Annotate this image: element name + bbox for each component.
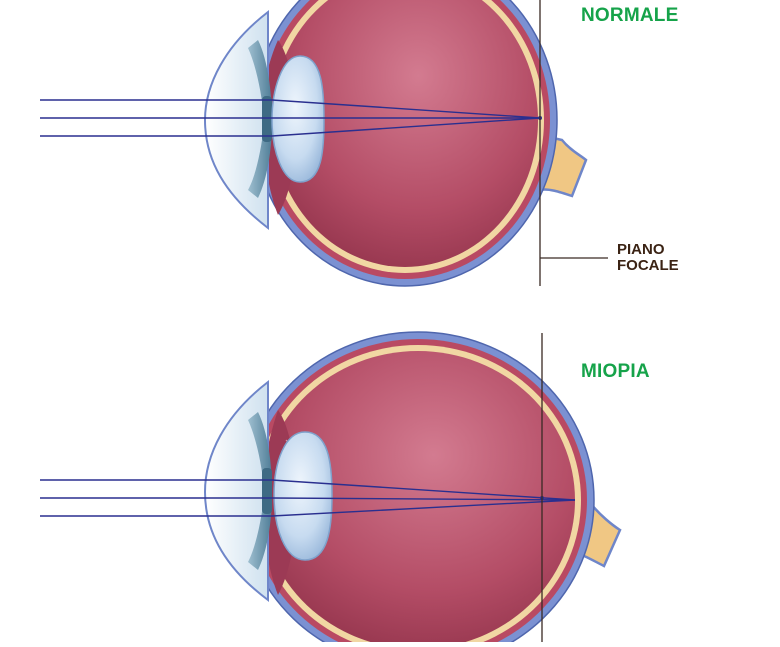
myopic-eye (40, 331, 622, 647)
label-focal-plane-line2: FOCALE (617, 257, 679, 274)
normal-eye (40, 0, 608, 287)
label-focal-plane-line1: PIANO (617, 241, 665, 258)
cornea (203, 379, 269, 602)
cornea (203, 9, 269, 231)
pupil (262, 96, 272, 142)
label-normal: NORMALE (581, 5, 679, 26)
pupil (262, 468, 272, 514)
label-focal-plane: PIANO FOCALE (617, 242, 679, 274)
iris (248, 412, 272, 570)
light-rays (40, 479, 576, 517)
vitreous-body (272, 0, 538, 267)
label-myopia: MIOPIA (581, 361, 650, 382)
crystalline-lens (271, 55, 325, 183)
crystalline-lens (273, 431, 333, 561)
iris (248, 40, 272, 198)
light-rays (40, 99, 541, 137)
